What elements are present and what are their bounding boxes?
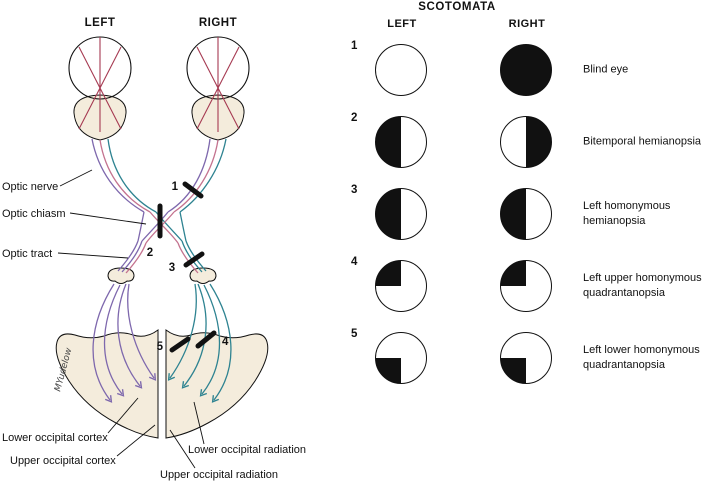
pathway-svg: LEFT RIGHT Optic nerve Optic chiasm Opti… <box>2 17 306 481</box>
lesion-marker-4: 4 <box>222 336 229 348</box>
light-ray-lines <box>78 37 240 132</box>
pathway-diagram: LEFT RIGHT Optic nerve Optic chiasm Opti… <box>0 0 345 483</box>
row-number: 3 <box>351 184 358 196</box>
scotoma-right-eye <box>500 260 552 312</box>
lesion-bar-3 <box>183 251 205 268</box>
optic-tract-fibers <box>117 240 207 274</box>
scotoma-diagnosis-label: Left lower homonymous quadrantanopsia <box>583 344 700 371</box>
optic-chiasm-label: Optic chiasm <box>2 208 66 220</box>
row-number: 4 <box>351 256 358 268</box>
lesion-bar-1 <box>182 181 204 199</box>
lesion-bars <box>157 181 217 353</box>
label-pointer-lines <box>57 169 205 469</box>
scotoma-right-eye <box>500 116 552 168</box>
scotomata-right-column-header: RIGHT <box>508 18 546 30</box>
optic-radiation-fibers <box>92 283 232 403</box>
upper-occipital-cortex-label: Upper occipital cortex <box>10 455 116 467</box>
scotoma-left-eye <box>375 188 427 240</box>
lesion-marker-3: 3 <box>169 262 175 274</box>
scotoma-left-eye <box>375 116 427 168</box>
scotoma-diagnosis-label: Bitemporal hemianopsia <box>583 135 702 148</box>
row-number: 1 <box>351 40 358 52</box>
scotoma-diagnosis-label: Blind eye <box>583 63 629 76</box>
row-number: 2 <box>351 112 358 124</box>
scotoma-left-eye <box>375 332 427 384</box>
lower-occipital-cortex-label: Lower occipital cortex <box>2 432 108 444</box>
pathway-right-header: RIGHT <box>199 17 237 29</box>
scotomata-panel: SCOTOMATA LEFT RIGHT 1 Blind eye 2 Bitem… <box>345 0 708 483</box>
scotoma-right-eye <box>500 44 552 96</box>
optic-nerve-fibers <box>91 138 227 213</box>
occipital-cortex-shape <box>55 329 269 439</box>
scotoma-right-eye <box>500 332 552 384</box>
lesion-marker-2: 2 <box>147 247 153 259</box>
optic-tract-label: Optic tract <box>2 248 52 260</box>
lower-occipital-radiation-label: Lower occipital radiation <box>188 444 306 456</box>
scotoma-diagnosis-label: Left homonymous hemianopsia <box>583 200 671 227</box>
lesion-marker-1: 1 <box>172 181 179 193</box>
row-number: 5 <box>351 328 358 340</box>
scotoma-right-eye <box>500 188 552 240</box>
optic-nerve-label: Optic nerve <box>2 181 58 193</box>
lesion-marker-5: 5 <box>157 341 164 353</box>
visual-field-circles <box>68 36 250 100</box>
scotomata-left-column-header: LEFT <box>387 18 417 30</box>
scotoma-left-eye <box>375 260 427 312</box>
scotomata-row-2: 2 Bitemporal hemianopsia <box>345 112 708 168</box>
scotomata-row-3: 3 Left homonymous hemianopsia <box>345 184 708 240</box>
scotomata-row-1: 1 Blind eye <box>345 40 708 96</box>
scotomata-row-5: 5 Left lower homonymous quadrantanopsia <box>345 328 708 384</box>
lesion-bar-5 <box>169 336 191 353</box>
upper-occipital-radiation-label: Upper occipital radiation <box>160 469 278 481</box>
scotomata-row-4: 4 Left upper homonymous quadrantanopsia <box>345 256 708 312</box>
scotoma-diagnosis-label: Left upper homonymous quadrantanopsia <box>583 272 702 299</box>
scotomata-title: SCOTOMATA <box>418 1 496 13</box>
pathway-left-header: LEFT <box>85 17 116 29</box>
scotoma-left-eye <box>375 44 427 96</box>
lesion-bar-4 <box>195 330 217 349</box>
